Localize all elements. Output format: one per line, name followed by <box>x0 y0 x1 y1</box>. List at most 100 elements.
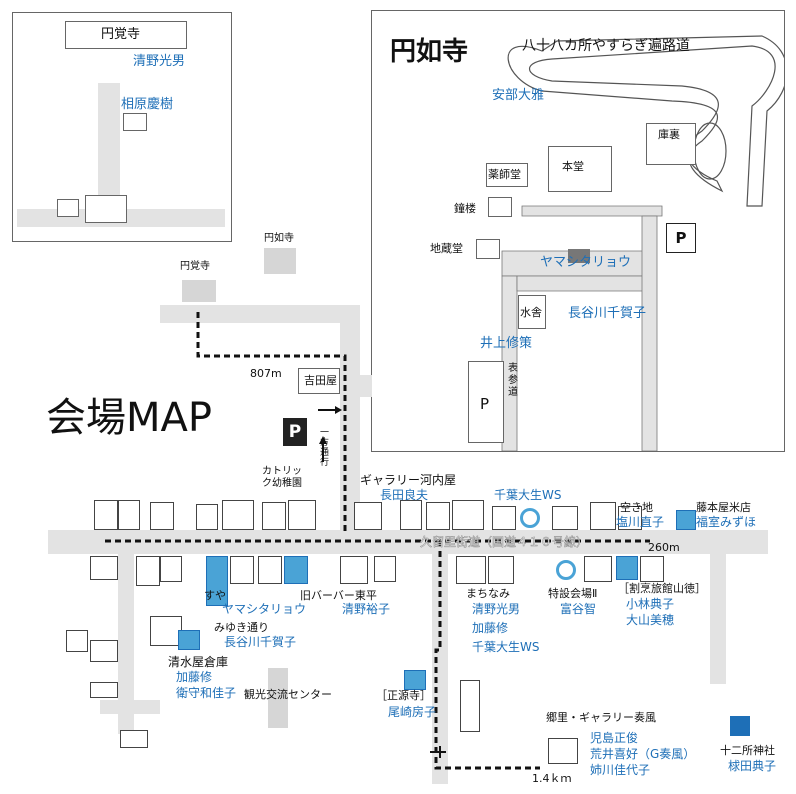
shop-building <box>354 502 382 530</box>
parking-icon: P <box>283 418 307 446</box>
shop-building <box>552 506 578 530</box>
shop-building <box>90 640 118 662</box>
shop-building <box>118 500 140 530</box>
shop-building <box>590 502 616 530</box>
parking-icon: P <box>666 223 696 253</box>
artist-label: 衛守和佳子 <box>176 686 237 700</box>
venue-marker <box>206 556 228 606</box>
shop-building <box>196 504 218 530</box>
ws-icon <box>556 560 576 580</box>
road <box>360 375 372 397</box>
artist-label: 清野光男 <box>133 54 186 69</box>
venue-label: ギャラリー河内屋 <box>360 473 457 487</box>
main-hall-building <box>548 146 612 192</box>
building-label: 表参道 <box>508 363 518 398</box>
storehouse-building <box>646 123 696 165</box>
trail-label: 八十八カ所やすらぎ遍路道 <box>522 38 690 54</box>
road <box>710 554 726 684</box>
parking-area <box>468 361 504 443</box>
shop-building <box>150 502 174 530</box>
building-label: 地蔵堂 <box>430 242 463 255</box>
distance-label: 807m <box>250 367 282 380</box>
street-label: 久留里街道（国道４１０号線） <box>420 535 589 549</box>
bell-building <box>488 197 512 217</box>
temple-title: 円如寺 <box>390 37 469 67</box>
artist-label: 梂田典子 <box>728 759 777 773</box>
artist-label: 塩川直子 <box>616 515 665 529</box>
venue-marker <box>676 510 696 530</box>
venue-label: ［正源寺］ <box>376 689 431 702</box>
venue-label: 郷里・ギャラリー奏風 <box>546 711 656 724</box>
artist-label: 富谷智 <box>560 602 597 616</box>
road <box>100 700 160 714</box>
temple-building <box>85 195 127 223</box>
distance-label: 260m <box>648 541 680 554</box>
artist-label: 姉川佳代子 <box>590 763 651 777</box>
building-label: 本堂 <box>562 160 584 173</box>
venue-label: 旧バーバー東平 <box>300 589 377 602</box>
artist-label: 長谷川千賀子 <box>224 635 297 649</box>
shop-building <box>160 556 182 582</box>
shop-building <box>288 500 316 530</box>
yakushi-building <box>486 163 528 187</box>
road <box>98 83 120 213</box>
artist-label: 井上修策 <box>480 336 533 351</box>
venue-marker <box>404 670 426 690</box>
inset-ennyoji: P P 円如寺 八十八カ所やすらぎ遍路道 安部大雅 庫裏 本堂 薬師堂 鐘楼 地… <box>371 10 785 452</box>
shop-building <box>222 500 254 530</box>
inset-enkakuji: 円覚寺 清野光男 相原慶樹 <box>12 12 232 242</box>
trail-path <box>501 35 784 451</box>
shop-building <box>136 556 160 586</box>
shop-building <box>120 730 148 748</box>
building <box>182 280 216 302</box>
venue-label: 藤本屋米店 <box>696 501 751 514</box>
shop-building <box>452 500 484 530</box>
venue-marker <box>616 556 638 580</box>
road <box>118 554 134 734</box>
water-building <box>518 295 546 329</box>
temple-building <box>57 199 79 217</box>
shop-building <box>94 500 118 530</box>
artist-label: 長谷川千賀子 <box>568 306 647 321</box>
artist-label: ヤマシタリョウ <box>222 602 307 616</box>
shop-building <box>374 556 396 582</box>
shop-building <box>230 556 254 584</box>
venue-label: 空き地 <box>620 501 653 514</box>
artist-label: ヤマシタリョウ <box>540 255 632 270</box>
shrine-marker <box>730 716 750 736</box>
distance-label: 1.4ｋｍ <box>532 772 572 785</box>
building-label: 水舎 <box>520 306 542 319</box>
yoshidaya-building <box>298 368 340 394</box>
shop-building <box>400 500 422 530</box>
venue-label: まちなみ <box>466 587 510 600</box>
building-label: 庫裏 <box>658 128 680 141</box>
artist-label: 加藤修 <box>472 621 509 635</box>
artist-label: 福室みずほ <box>696 515 757 529</box>
venue-label: 清水屋倉庫 <box>168 655 229 669</box>
shop-building <box>426 502 450 530</box>
oneway-label: 一方通行 <box>320 428 330 468</box>
artist-label: 千葉大生WS <box>472 640 540 654</box>
shop-building <box>456 556 486 584</box>
artist-label: 尾崎房子 <box>388 705 437 719</box>
venue-marker <box>284 556 308 584</box>
shop-building <box>460 680 480 732</box>
building <box>264 248 296 274</box>
artist-label: 児島正俊 <box>590 731 639 745</box>
artist-label: 清野光男 <box>472 602 521 616</box>
temple-label: 円覚寺 <box>180 261 210 272</box>
temple-building <box>65 21 187 49</box>
building-label: 薬師堂 <box>488 168 521 181</box>
shop-building <box>258 556 282 584</box>
road <box>432 554 448 784</box>
temple-building <box>123 113 147 131</box>
road <box>340 305 360 530</box>
building <box>268 668 288 728</box>
shop-building <box>66 630 88 652</box>
building-label: 観光交流センター <box>244 688 332 701</box>
venue-label: すや <box>204 589 226 602</box>
shop-building <box>618 506 642 530</box>
artist-label: 大山美穂 <box>626 613 675 627</box>
artist-label: 加藤修 <box>176 670 213 684</box>
